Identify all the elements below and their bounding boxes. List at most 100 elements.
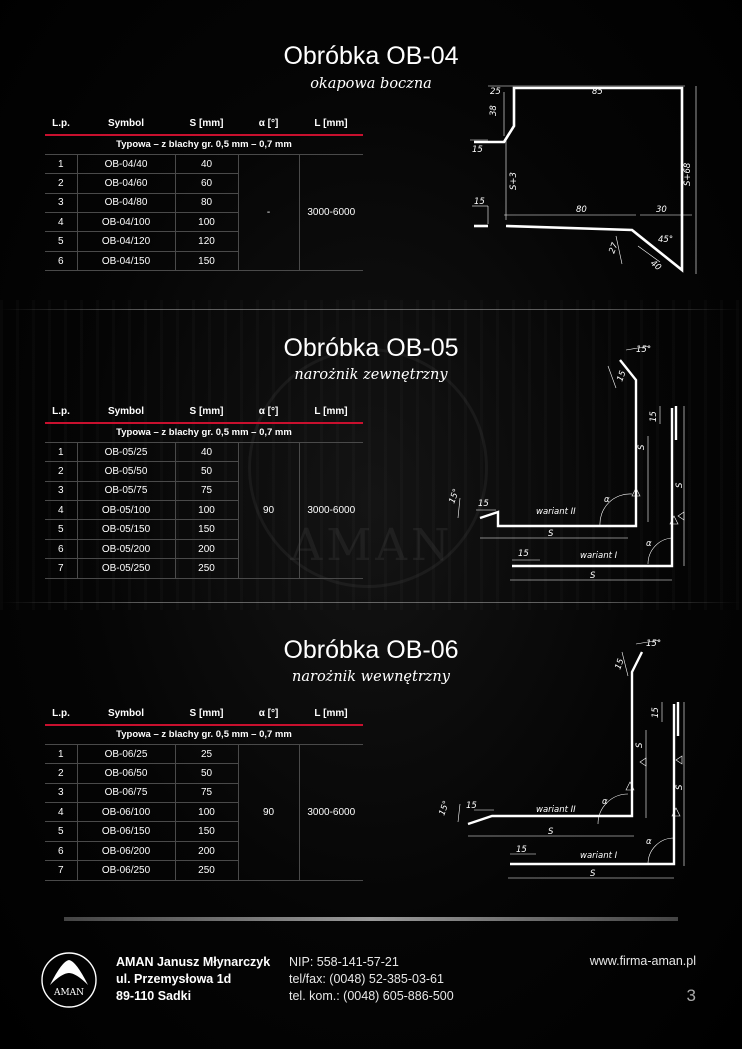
cell-s: 120 [175,231,239,252]
company-info: AMAN Janusz Młynarczyk ul. Przemysłowa 1… [116,954,270,1005]
contact-info: NIP: 558-141-57-21 tel/fax: (0048) 52-38… [289,954,454,1005]
cell-symbol: OB-05/50 [77,461,176,482]
section-divider [0,602,742,603]
section-divider [0,309,742,310]
cell-lp: 3 [45,783,78,804]
cell-s: 100 [175,212,239,233]
dim-15-top: 15 [472,145,483,155]
variant-1-label: wariant I [580,851,618,861]
company-name: AMAN Janusz Młynarczyk [116,955,271,969]
variant-2-label: wariant II [536,805,576,815]
cell-lp: 7 [45,558,78,579]
dim-40: 40 [648,258,663,273]
aman-logo: AMAN [41,952,97,1008]
table-row: 3 OB-05/75 75 [45,481,363,502]
cell-lp: 6 [45,539,78,560]
dim-s-vertical-1: S [675,482,685,488]
section-title: Obróbka OB-04 [283,42,459,70]
cell-lp: 7 [45,860,78,881]
dim-25: 25 [490,87,501,97]
angle-45: 45° [658,235,673,245]
alpha-symbol: α [646,539,652,549]
cell-s: 200 [175,841,239,862]
cell-s: 100 [175,500,239,521]
ob-05-profile-drawing: 15° 15 15 S S 15° 15 wariant II wariant … [447,345,685,581]
table-row: 5 OB-06/150 150 [45,821,363,842]
cell-s: 60 [175,173,239,194]
cell-symbol: OB-04/100 [77,212,176,233]
variant-2-label: wariant II [536,507,576,517]
col-header: S [mm] [175,401,238,424]
cell-lp: 6 [45,841,78,862]
cell-s: 80 [175,193,239,214]
table-row: 6 OB-04/150 150 [45,251,363,272]
variant-1-label: wariant I [580,551,618,561]
cell-symbol: OB-05/200 [77,539,176,560]
cell-lp: 4 [45,802,78,823]
col-header: L [mm] [299,401,363,424]
dim-15-bottom: 15 [518,549,529,559]
table-row: 5 OB-04/120 120 [45,231,363,252]
dim-15-top: 15 [615,369,628,383]
dim-s-vertical-2: S [635,742,645,748]
page-number: 3 [686,986,696,1005]
cell-lp: 4 [45,500,78,521]
dim-s-plus-3: S+3 [509,172,519,190]
cell-lp: 4 [45,212,78,233]
cell-lp: 2 [45,763,78,784]
col-header: S [mm] [175,703,238,726]
dim-s-horizontal-1: S [590,571,596,581]
spec-table: L.p. Symbol S [mm] α [°] L [mm] Typowa –… [45,401,363,579]
table-subheader: Typowa – z blachy gr. 0,5 mm – 0,7 mm [45,135,363,155]
cell-s: 75 [175,783,239,804]
col-header: α [°] [238,703,299,726]
table-row: 2 OB-05/50 50 [45,461,363,482]
cell-lp: 3 [45,481,78,502]
ob-04-profile-drawing: 25 85 38 15 S+3 S+68 15 80 30 27 40 45° [470,85,697,274]
table-row: 2 OB-06/50 50 [45,763,363,784]
cell-alpha: 90 [238,744,300,881]
table-subheader-row: Typowa – z blachy gr. 0,5 mm – 0,7 mm [45,725,363,745]
cell-lp: 2 [45,173,78,194]
cell-s: 150 [175,519,239,540]
dim-27: 27 [607,241,620,255]
dim-15-left: 15 [478,499,489,509]
cell-s: 150 [175,251,239,272]
dim-s-horizontal-1: S [590,869,596,879]
dim-15-bottom: 15 [474,197,485,207]
cell-symbol: OB-04/120 [77,231,176,252]
table-row: 3 OB-06/75 75 [45,783,363,804]
table-row: 1 OB-06/25 25 90 3000-6000 [45,744,363,881]
angle-15-left: 15° [447,487,462,505]
dim-38: 38 [489,105,499,116]
website-link[interactable]: www.firma-aman.pl [589,954,696,968]
cell-symbol: OB-04/80 [77,193,176,214]
dim-15-bottom: 15 [516,845,527,855]
col-header: S [mm] [175,113,238,136]
cell-symbol: OB-06/75 [77,783,176,804]
cell-lp: 1 [45,744,78,765]
cell-symbol: OB-05/250 [77,558,176,579]
nip-number: NIP: 558-141-57-21 [289,955,399,969]
table-row: 4 OB-04/100 100 [45,212,363,233]
table-header-row: L.p. Symbol S [mm] α [°] L [mm] [45,401,363,424]
cell-alpha: - [238,154,300,272]
cell-length: 3000-6000 [299,154,363,272]
cell-lp: 3 [45,193,78,214]
cell-lp: 5 [45,231,78,252]
section-subtitle: okapowa boczna [310,76,432,92]
cell-symbol: OB-06/50 [77,763,176,784]
table-row: 6 OB-05/200 200 [45,539,363,560]
alpha-symbol: α [602,797,608,807]
cell-length: 3000-6000 [299,442,363,579]
cell-symbol: OB-06/150 [77,821,176,842]
table-row: 4 OB-05/100 100 [45,500,363,521]
col-header: L.p. [45,113,77,136]
angle-15-top: 15° [636,345,651,355]
cell-s: 75 [175,481,239,502]
dim-30: 30 [656,205,667,215]
col-header: Symbol [77,113,175,136]
col-header: L [mm] [299,113,363,136]
table-row: 3 OB-04/80 80 [45,193,363,214]
dim-85: 85 [592,87,603,97]
